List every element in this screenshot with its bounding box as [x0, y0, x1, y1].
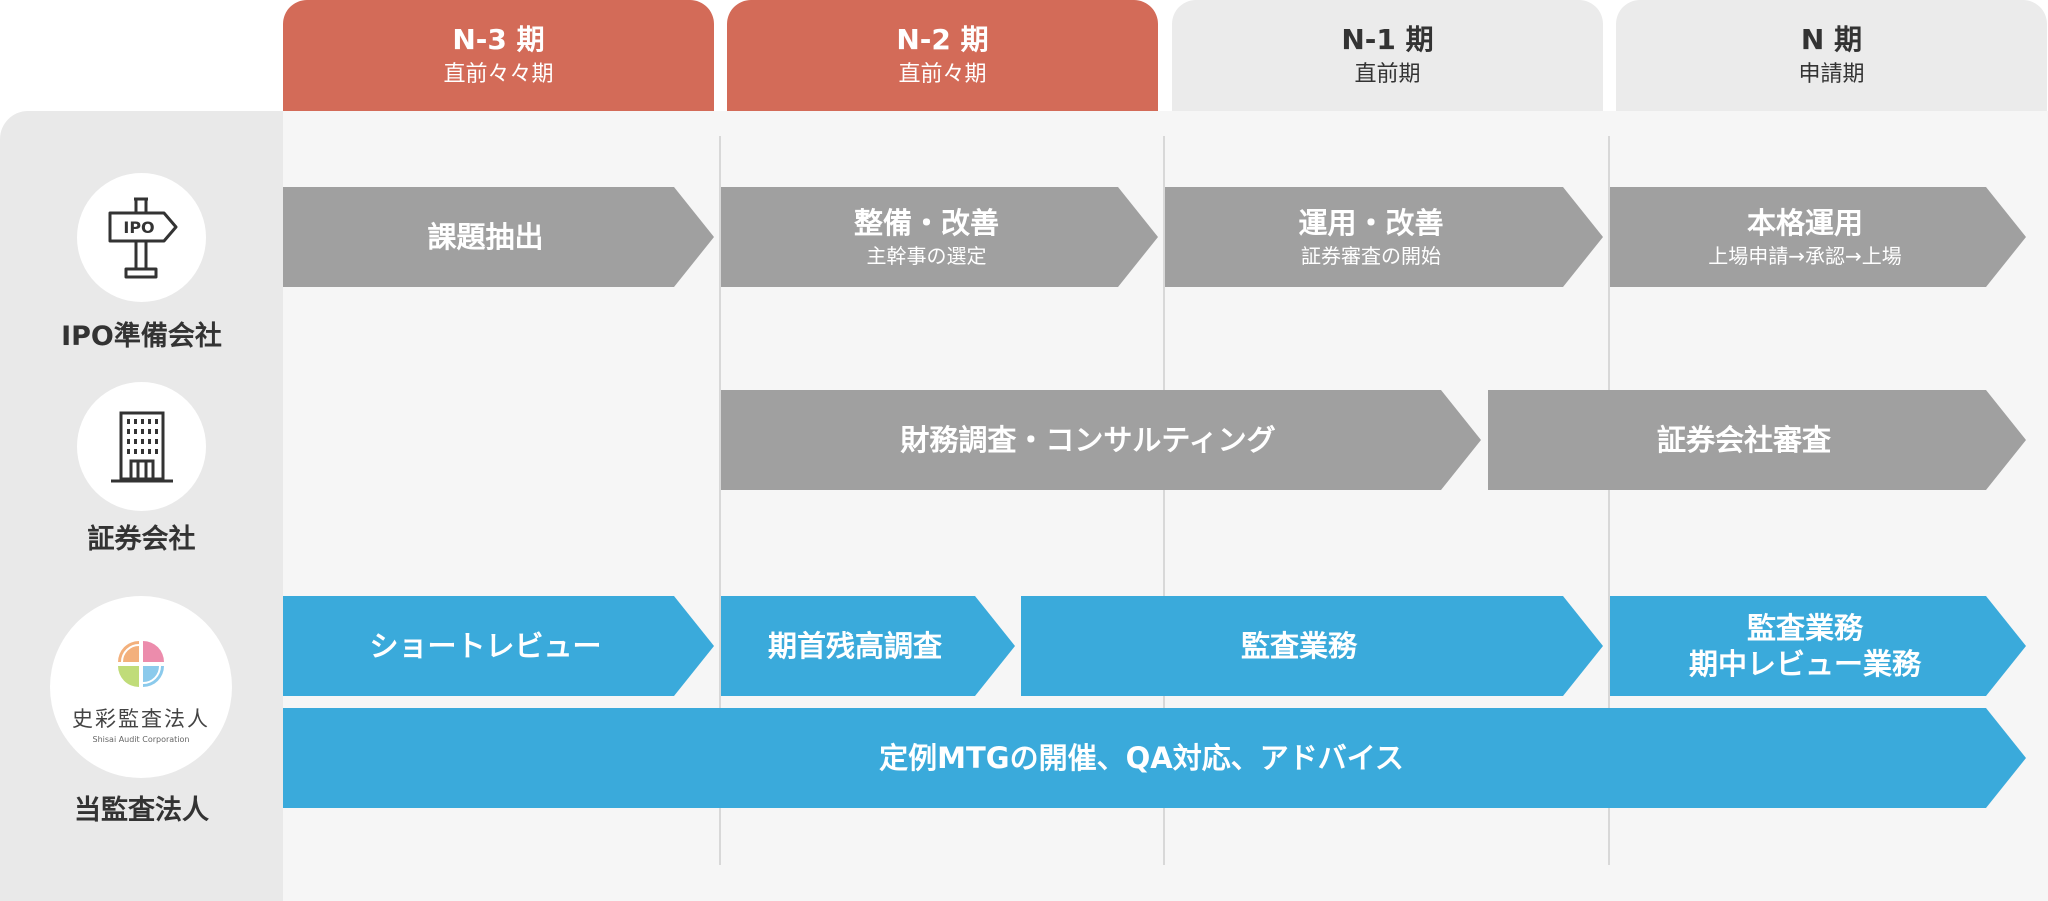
- phase-header-n3: N-3 期 直前々々期: [283, 0, 714, 111]
- signpost-icon: IPO: [108, 197, 177, 278]
- phase-header-n2: N-2 期 直前々期: [727, 0, 1158, 111]
- actor-label-audit-firm: 当監査法人: [74, 795, 209, 826]
- phase-header-n1: N-1 期 直前期: [1172, 0, 1603, 111]
- column-divider: [719, 136, 721, 865]
- phase-title: N-2 期: [896, 22, 989, 56]
- building-icon: [110, 411, 173, 482]
- process-arrow: 財務調査・コンサルティング: [721, 390, 1481, 490]
- phase-header-n: N 期 申請期: [1616, 0, 2047, 111]
- ipo-company-avatar: IPO: [77, 173, 206, 302]
- firm-logo-subname: Shisai Audit Corporation: [92, 734, 190, 744]
- arrow-main-label: 定例MTGの開催、QA対応、アドバイス: [879, 741, 1404, 775]
- process-arrow: 定例MTGの開催、QA対応、アドバイス: [283, 708, 2026, 808]
- arrow-main-label: 整備・改善: [853, 206, 999, 240]
- arrow-main-label: 財務調査・コンサルティング: [900, 423, 1276, 457]
- arrow-main-label: 監査業務: [1746, 611, 1863, 645]
- arrow-main-label: 証券会社審査: [1656, 423, 1831, 457]
- actor-label-ipo-company: IPO準備会社: [61, 321, 222, 352]
- process-arrow: 監査業務: [1021, 596, 1603, 696]
- arrow-sub-label: 上場申請→承認→上場: [1708, 244, 1902, 268]
- column-divider: [1163, 136, 1165, 865]
- column-divider: [1608, 136, 1610, 865]
- arrow-sub-label: 主幹事の選定: [866, 244, 987, 268]
- process-arrow: 運用・改善 証券審査の開始: [1165, 187, 1603, 287]
- securities-company-avatar: [77, 382, 206, 511]
- firm-logo-mark: [118, 640, 164, 687]
- actor-label-securities-company: 証券会社: [87, 524, 196, 555]
- firm-logo-name: 史彩監査法人: [72, 706, 210, 731]
- process-arrow: 監査業務 期中レビュー業務: [1610, 596, 2026, 696]
- phase-subtitle: 直前々々期: [443, 61, 554, 87]
- process-arrow: 課題抽出: [283, 187, 714, 287]
- arrow-main-label: 運用・改善: [1298, 206, 1444, 240]
- process-arrow: 本格運用 上場申請→承認→上場: [1610, 187, 2026, 287]
- process-arrow: 証券会社審査: [1488, 390, 2026, 490]
- phase-title: N-3 期: [452, 22, 545, 56]
- arrow-main-label: 本格運用: [1746, 206, 1863, 240]
- signpost-text: IPO: [123, 218, 154, 237]
- audit-firm-logo: 史彩監査法人 Shisai Audit Corporation: [50, 596, 232, 778]
- phase-subtitle: 直前々期: [898, 61, 987, 87]
- process-arrow: 整備・改善 主幹事の選定: [721, 187, 1158, 287]
- phase-title: N 期: [1800, 22, 1863, 56]
- arrow-main-label-line2: 期中レビュー業務: [1688, 647, 1921, 681]
- arrow-main-label: 期首残高調査: [767, 629, 942, 663]
- process-arrow: 期首残高調査: [721, 596, 1015, 696]
- process-arrow: ショートレビュー: [283, 596, 714, 696]
- arrow-sub-label: 証券審査の開始: [1301, 244, 1441, 268]
- phase-subtitle: 申請期: [1798, 61, 1865, 87]
- phase-subtitle: 直前期: [1354, 61, 1421, 87]
- phase-title: N-1 期: [1341, 22, 1434, 56]
- arrow-main-label: 監査業務: [1240, 629, 1357, 663]
- arrow-main-label: 課題抽出: [427, 220, 544, 254]
- arrow-main-label: ショートレビュー: [369, 629, 602, 663]
